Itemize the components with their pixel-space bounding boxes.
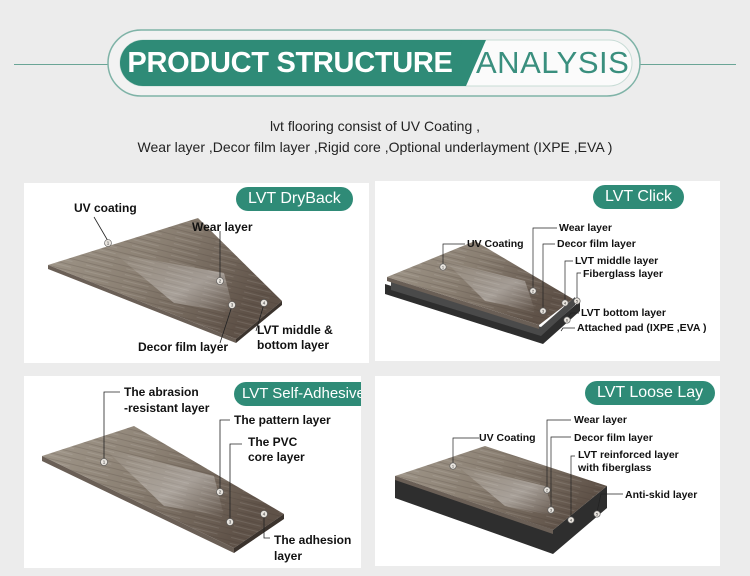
click-label-fiberglass: Fiberglass layer	[583, 268, 663, 280]
ll-label-decor: Decor film layer	[574, 432, 653, 444]
click-badge: LVT Click	[593, 185, 684, 209]
self-adhesive-badge: LVT Self-Adhesive	[234, 382, 361, 406]
sa-label-abrasion-1: The abrasion	[124, 385, 199, 399]
dryback-badge: LVT DryBack	[236, 187, 353, 211]
title-banner: PRODUCT STRUCTURE ANALYSIS	[106, 28, 642, 98]
click-label-uv: UV Coating	[467, 238, 524, 250]
click-marker-3: 3	[542, 308, 545, 313]
click-marker-6: 6	[566, 317, 569, 322]
ll-label-reinforced-2: with fiberglass	[578, 462, 652, 474]
marker-4: 4	[263, 301, 266, 306]
header-divider-right	[634, 64, 736, 65]
click-marker-5: 5	[576, 298, 579, 303]
ll-marker-3: 3	[550, 507, 553, 512]
sa-label-adhesion-2: layer	[274, 549, 303, 563]
sa-label-pattern: The pattern layer	[234, 413, 331, 427]
click-label-bottom: LVT bottom layer	[581, 307, 666, 319]
card-lvt-self-adhesive: 1 2 3 4 LVT Self-Adhesive The abrasion -…	[24, 376, 361, 568]
marker-1: 1	[107, 241, 110, 246]
click-label-decor: Decor film layer	[557, 238, 636, 250]
sa-label-pvc-1: The PVC	[248, 435, 298, 449]
ll-marker-4: 4	[570, 517, 573, 522]
header-divider-left	[14, 64, 114, 65]
sa-label-pvc-2: core layer	[248, 450, 305, 464]
click-label-wear: Wear layer	[559, 222, 612, 234]
sa-marker-1: 1	[103, 460, 106, 465]
ll-marker-1: 1	[452, 463, 455, 468]
ll-label-wear: Wear layer	[574, 414, 627, 426]
click-label-middle: LVT middle layer	[575, 255, 659, 267]
page-subtitle: ANALYSIS	[476, 45, 630, 80]
ll-marker-2: 2	[546, 487, 549, 492]
intro-line-2: Wear layer ,Decor film layer ,Rigid core…	[137, 139, 613, 155]
click-marker-1: 1	[442, 264, 445, 269]
ll-label-reinforced-1: LVT reinforced layer	[578, 449, 679, 461]
sa-label-adhesion-1: The adhesion	[274, 533, 352, 547]
banner-title-background	[120, 40, 466, 86]
click-label-pad: Attached pad (IXPE ,EVA )	[577, 322, 707, 334]
dryback-label-middle-2: bottom layer	[257, 338, 330, 352]
card-lvt-dryback: 1 2 3 4 LVT DryBack UV coating Wear laye…	[24, 183, 369, 363]
loose-lay-floor-illustration: 1 2 3 4 5	[395, 419, 623, 554]
sa-marker-4: 4	[263, 512, 266, 517]
sa-marker-3: 3	[229, 520, 232, 525]
click-floor-illustration: 1 2 3 4 5 6	[385, 227, 581, 344]
marker-3: 3	[231, 303, 234, 308]
ll-label-uv: UV Coating	[479, 432, 536, 444]
self-adhesive-floor-illustration: 1 2 3 4	[42, 391, 284, 553]
marker-2: 2	[219, 279, 222, 284]
click-marker-4: 4	[564, 300, 567, 305]
click-marker-2: 2	[532, 288, 535, 293]
dryback-label-decor: Decor film layer	[138, 340, 229, 354]
intro-line-1: lvt flooring consist of UV Coating ,	[269, 118, 481, 134]
page-title: PRODUCT STRUCTURE	[127, 47, 453, 79]
card-lvt-click: 1 2 3 4 5 6 LVT Click Wear layer UV Coat…	[375, 181, 720, 361]
card-lvt-loose-lay: 1 2 3 4 5 LVT Loose Lay Wear layer UV Co…	[375, 376, 720, 566]
dryback-floor-illustration: 1 2 3 4	[48, 216, 282, 344]
ll-label-antiskid: Anti-skid layer	[625, 489, 698, 501]
ll-marker-5: 5	[596, 511, 599, 516]
dryback-label-middle-1: LVT middle &	[257, 323, 333, 337]
sa-marker-2: 2	[219, 490, 222, 495]
sa-label-abrasion-2: -resistant layer	[124, 401, 210, 415]
banner-slant	[452, 40, 486, 86]
loose-lay-badge: LVT Loose Lay	[585, 381, 716, 405]
dryback-label-wear: Wear layer	[192, 220, 253, 234]
dryback-label-uv: UV coating	[74, 201, 137, 215]
